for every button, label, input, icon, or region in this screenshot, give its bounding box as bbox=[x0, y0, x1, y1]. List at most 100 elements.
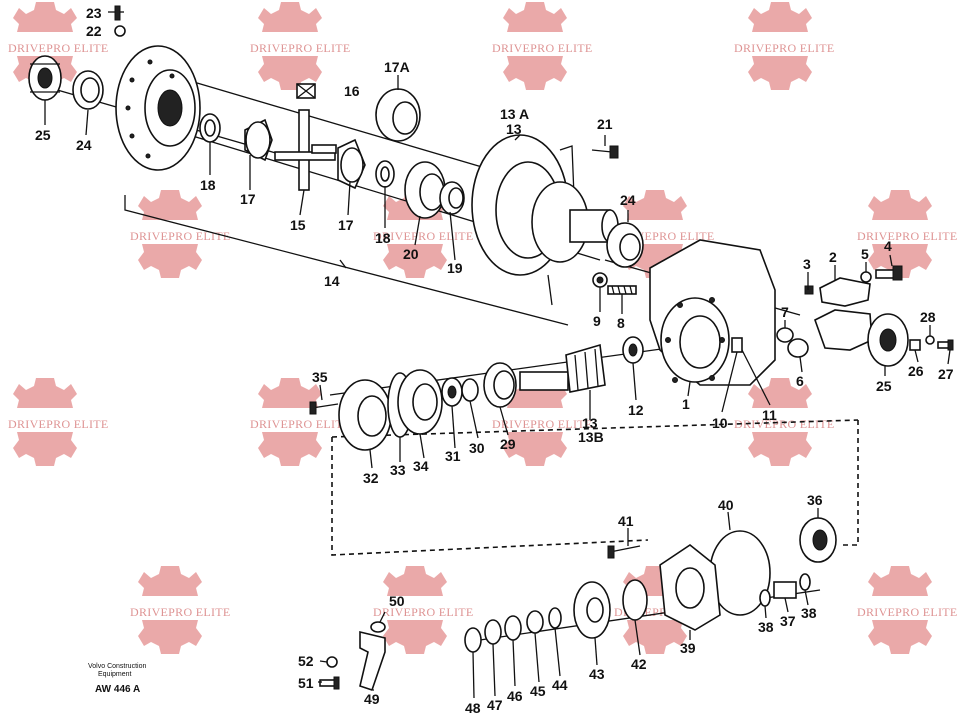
caption-code: AW 446 A bbox=[95, 684, 140, 695]
part-17-bevel-gear-left bbox=[244, 118, 273, 162]
watermark-text: DRIVEPRO ELITE bbox=[250, 417, 351, 431]
watermark-text: DRIVEPRO ELITE bbox=[857, 229, 958, 243]
part-23-screw bbox=[108, 5, 124, 21]
label-13B: 13B bbox=[578, 429, 604, 445]
label-16: 16 bbox=[344, 83, 360, 99]
label-40: 40 bbox=[718, 497, 734, 513]
part-32-flange bbox=[338, 379, 392, 451]
part-43-flange bbox=[573, 581, 611, 639]
part-35-bolt bbox=[309, 401, 339, 415]
part-15-spider bbox=[274, 109, 337, 191]
part-17-bevel-gear-right bbox=[337, 138, 366, 190]
leader-lines bbox=[44, 75, 951, 699]
part-24-bearing-right bbox=[606, 222, 644, 268]
label-14: 14 bbox=[324, 273, 340, 289]
part-4-bolt bbox=[875, 265, 903, 281]
label-28: 28 bbox=[920, 309, 936, 325]
part-13-crown-wheel bbox=[471, 134, 619, 306]
part-9-nut bbox=[592, 272, 608, 288]
label-1: 1 bbox=[682, 396, 690, 412]
part-28-washer bbox=[925, 335, 935, 345]
part-1-carrier-housing bbox=[649, 239, 776, 386]
part-49-hose bbox=[359, 630, 386, 692]
watermark-text: DRIVEPRO ELITE bbox=[492, 41, 593, 55]
part-39-housing bbox=[659, 544, 721, 631]
part-19-cup bbox=[439, 181, 465, 215]
watermark-text: DRIVEPRO ELITE bbox=[373, 229, 474, 243]
label-31: 31 bbox=[445, 448, 461, 464]
part-3-pin bbox=[804, 285, 814, 295]
part-6-plug bbox=[787, 338, 809, 358]
label-26: 26 bbox=[908, 363, 924, 379]
label-19: 19 bbox=[447, 260, 463, 276]
label-48: 48 bbox=[465, 700, 481, 716]
caption-line-2: Equipment bbox=[98, 671, 132, 678]
part-50-clamp bbox=[370, 621, 386, 633]
label-20: 20 bbox=[403, 246, 419, 262]
part-27-bolt bbox=[937, 339, 954, 351]
label-29: 29 bbox=[500, 436, 516, 452]
label-38-right: 38 bbox=[801, 605, 817, 621]
part-44-washer bbox=[548, 607, 562, 629]
part-47-plate bbox=[484, 619, 502, 645]
part-17A-bearing bbox=[375, 88, 421, 142]
part-30-washer bbox=[461, 378, 479, 402]
label-45: 45 bbox=[530, 683, 546, 699]
label-42: 42 bbox=[631, 656, 647, 672]
label-17A: 17A bbox=[384, 59, 410, 75]
label-6: 6 bbox=[796, 373, 804, 389]
part-labels: 23 22 25 24 18 17 15 17 16 17A 18 20 19 … bbox=[35, 5, 954, 716]
watermark-text: DRIVEPRO ELITE bbox=[250, 41, 351, 55]
label-18-right: 18 bbox=[375, 230, 391, 246]
label-3: 3 bbox=[803, 256, 811, 272]
label-41: 41 bbox=[618, 513, 634, 529]
label-30: 30 bbox=[469, 440, 485, 456]
watermark-text: DRIVEPRO ELITE bbox=[734, 417, 835, 431]
watermark-text: DRIVEPRO ELITE bbox=[373, 605, 474, 619]
part-diff-housing bbox=[115, 45, 201, 171]
label-24: 24 bbox=[76, 137, 92, 153]
label-50: 50 bbox=[389, 593, 405, 609]
part-42-ring bbox=[622, 579, 648, 621]
label-25-right: 25 bbox=[876, 378, 892, 394]
part-31-seal bbox=[441, 377, 463, 407]
part-37-sleeve bbox=[773, 581, 797, 599]
part-22-washer bbox=[114, 25, 126, 37]
label-44: 44 bbox=[552, 677, 568, 693]
part-46-nut bbox=[504, 615, 522, 641]
label-5: 5 bbox=[861, 246, 869, 262]
label-11: 11 bbox=[762, 407, 777, 423]
label-22: 22 bbox=[86, 23, 102, 39]
label-25: 25 bbox=[35, 127, 51, 143]
label-38-left: 38 bbox=[758, 619, 774, 635]
label-24-right: 24 bbox=[620, 192, 636, 208]
part-41-bolt bbox=[607, 545, 641, 559]
part-7-plug bbox=[776, 327, 794, 343]
part-12-bearing bbox=[622, 336, 644, 364]
watermark-text: DRIVEPRO ELITE bbox=[8, 417, 109, 431]
watermark-text: DRIVEPRO ELITE bbox=[492, 417, 593, 431]
label-13-lower: 13 bbox=[582, 415, 598, 431]
part-26-lock bbox=[909, 339, 921, 351]
part-25-gear-right bbox=[867, 313, 909, 367]
part-48-clip bbox=[464, 627, 482, 653]
watermark-text: DRIVEPRO ELITE bbox=[130, 229, 231, 243]
label-2: 2 bbox=[829, 249, 837, 265]
label-27: 27 bbox=[938, 366, 954, 382]
watermark-text: DRIVEPRO ELITE bbox=[857, 605, 958, 619]
label-36: 36 bbox=[807, 492, 823, 508]
part-34-cover bbox=[397, 369, 443, 435]
label-7: 7 bbox=[781, 304, 789, 320]
label-52: 52 bbox=[298, 653, 314, 669]
label-39: 39 bbox=[680, 640, 696, 656]
label-12: 12 bbox=[628, 402, 644, 418]
part-24-bearing-left bbox=[72, 70, 104, 110]
part-8-stud bbox=[607, 285, 637, 295]
part-18-washer bbox=[199, 113, 221, 143]
label-47: 47 bbox=[487, 697, 503, 713]
part-38-washer-left bbox=[759, 589, 771, 607]
part-29-bearing bbox=[483, 362, 517, 408]
label-15: 15 bbox=[290, 217, 306, 233]
part-16-pinion bbox=[296, 83, 316, 99]
